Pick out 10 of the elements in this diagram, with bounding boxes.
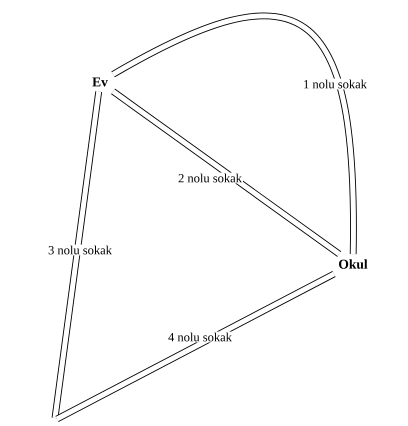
- road: [55, 270, 336, 422]
- edge-label: 3 nolu sokak: [47, 244, 113, 256]
- road: [111, 88, 342, 257]
- road: [111, 12, 357, 254]
- road: [52, 91, 102, 418]
- edge-label: 4 nolu sokak: [167, 332, 233, 342]
- place-label: Ev: [92, 78, 108, 86]
- edge-label: 2 nolu sokak: [177, 172, 243, 184]
- place-label: Okul: [339, 259, 368, 269]
- edge-label: 1 nolu sokak: [302, 78, 368, 90]
